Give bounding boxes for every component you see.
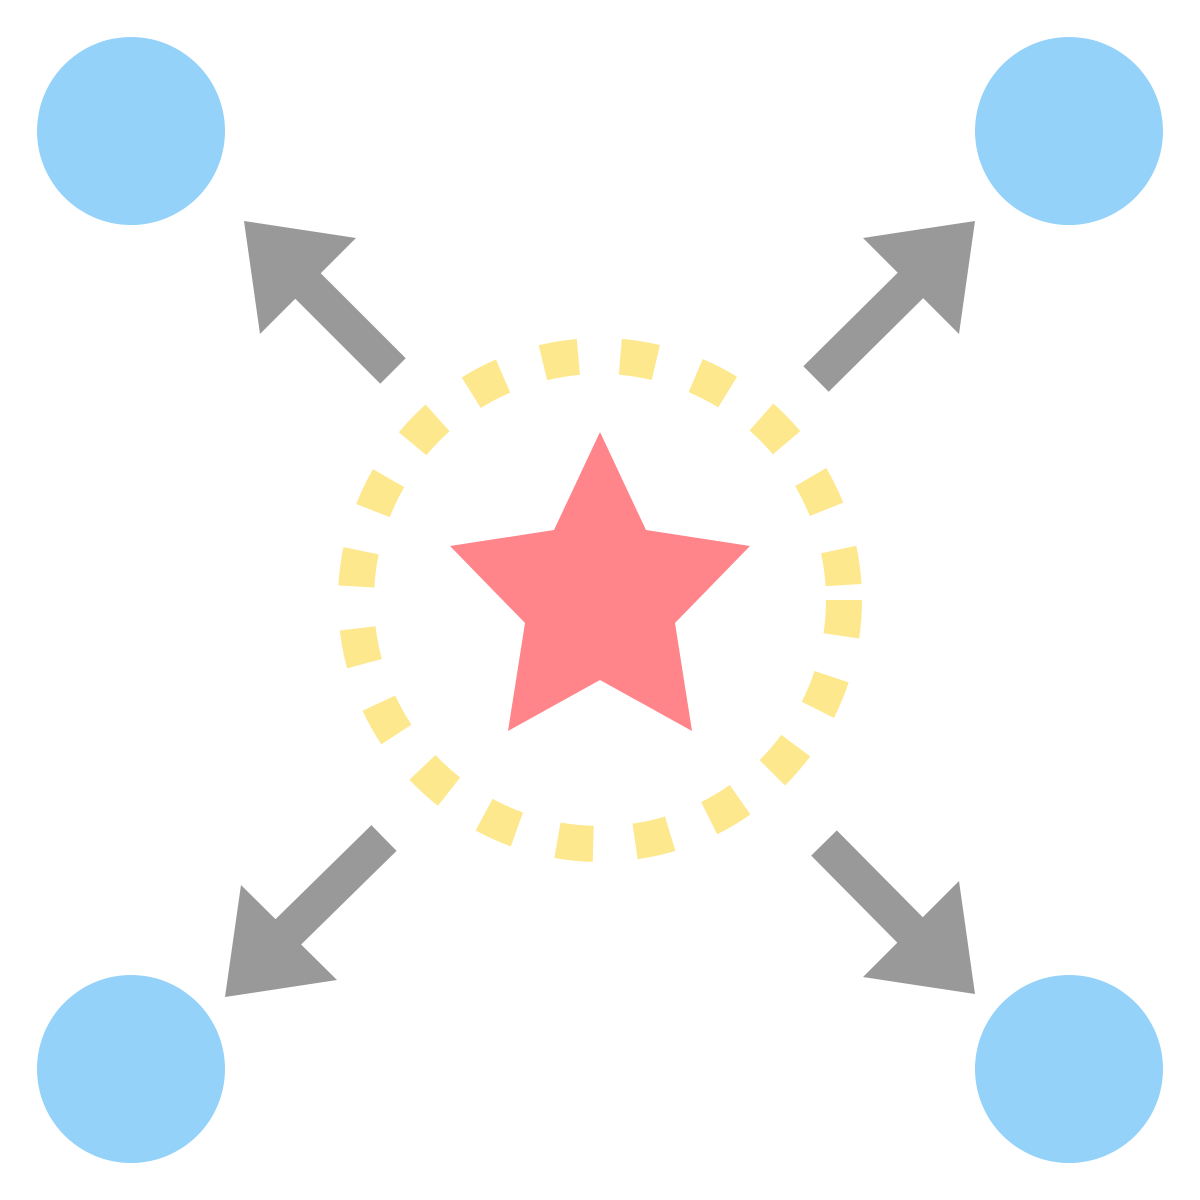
node-top-right [975,37,1163,225]
arrow-up-left-icon [244,221,406,384]
arrow-down-right-icon [811,830,975,994]
node-bottom-left [37,975,225,1163]
node-top-left [37,37,225,225]
arrow-up-right-icon [803,221,975,392]
node-bottom-right [975,975,1163,1163]
arrow-down-left-icon [225,825,397,997]
dashed-ring [338,338,862,862]
star-icon [450,432,750,731]
